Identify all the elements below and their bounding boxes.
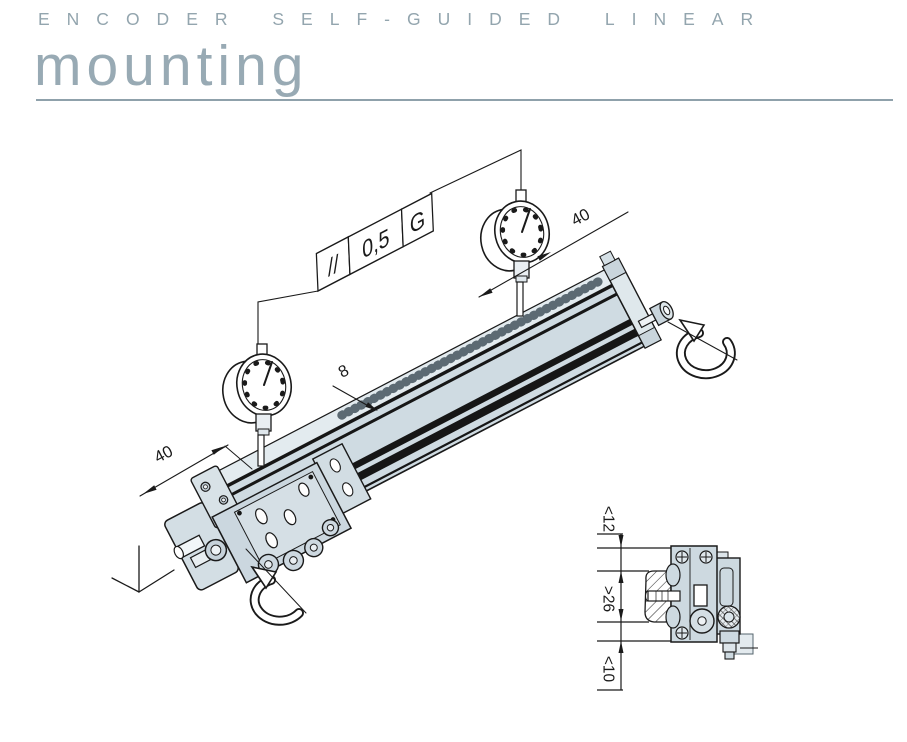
side-mounting-plate <box>311 442 372 516</box>
dial-plunger <box>257 434 265 467</box>
page-eyebrow: ENCODER SELF-GUIDED LINEAR <box>38 9 771 29</box>
fixing-screw-right <box>637 301 674 329</box>
mounting-bolt <box>647 590 681 602</box>
detail-dim-bottom-label: <10 <box>600 656 617 683</box>
leader-line-right <box>429 149 522 194</box>
leader-line-left <box>257 290 319 345</box>
datum-surface-symbol <box>111 545 175 593</box>
dial-tick-marks <box>500 206 544 258</box>
dial-indicator-right <box>480 189 550 317</box>
dim-40-left-label: 40 <box>151 442 176 467</box>
cross-screws <box>675 550 713 640</box>
cross-section-detail: <12 >26 <10 <box>597 506 758 691</box>
header-divider <box>36 99 893 101</box>
dial-needle <box>521 208 531 233</box>
parallelism-tolerance-frame: // 0,5 G <box>315 192 434 293</box>
dial-needle <box>263 361 273 386</box>
rotation-arrow-right <box>667 318 738 380</box>
reading-head-carriage <box>164 461 353 591</box>
dim-8-label: 8 <box>335 361 352 381</box>
rotation-arrow-bottom <box>245 548 307 626</box>
detail-dim-middle-label: >26 <box>600 586 617 612</box>
detail-encoder-plate <box>644 545 718 643</box>
dial-indicator-left <box>222 343 292 467</box>
dim-40-right-label: 40 <box>568 205 593 230</box>
page-title: mounting <box>34 34 309 98</box>
main-isometric-drawing: // 0,5 G <box>111 149 738 626</box>
graduation-ticks <box>337 274 608 420</box>
dial-plunger <box>516 281 524 317</box>
detail-dim-top-label: <12 <box>600 506 617 532</box>
dial-tick-marks <box>242 359 286 411</box>
parallelism-symbol: // <box>327 249 340 282</box>
roller-studs <box>257 518 340 576</box>
detail-side-block <box>715 551 758 660</box>
datum-letter: G <box>409 204 425 239</box>
cable-gland <box>724 651 735 660</box>
rail-end-cap <box>599 250 662 350</box>
linear-scale-rail <box>164 250 662 591</box>
